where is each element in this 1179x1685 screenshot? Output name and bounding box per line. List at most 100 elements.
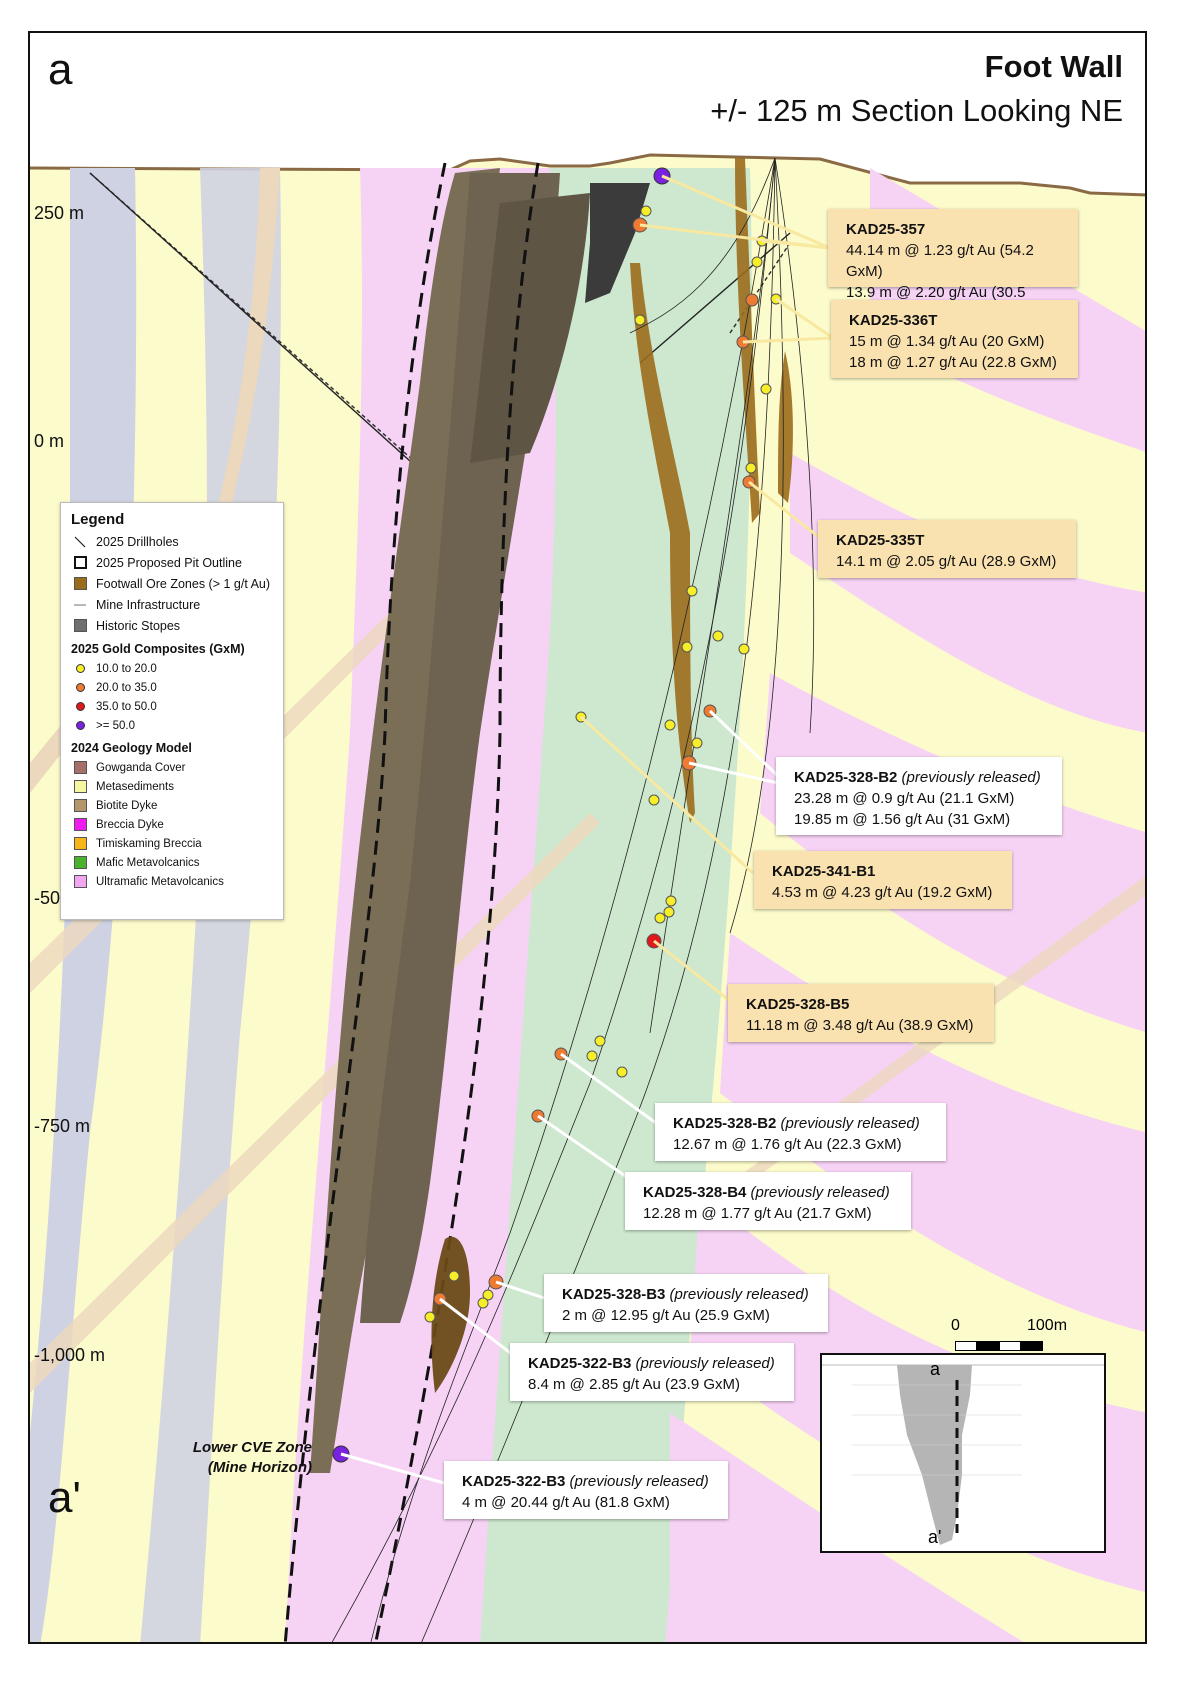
scale-segment <box>977 1341 999 1351</box>
scale-segment <box>1021 1341 1043 1351</box>
section-end-label: a' <box>48 1473 81 1522</box>
callout-line: 4 m @ 20.44 g/t Au (81.8 GxM) <box>462 1494 670 1511</box>
metasediments-swatch-icon <box>71 780 89 793</box>
callout-note: (previously released) <box>669 1286 809 1303</box>
stopes-swatch-icon <box>71 619 89 632</box>
zone-label: Lower CVE Zone (Mine Horizon) <box>160 1438 312 1478</box>
legend-geology-item: Mafic Metavolcanics <box>71 853 273 872</box>
callout-hole: KAD25-328-B2 <box>673 1115 777 1132</box>
legend-geology-item: Breccia Dyke <box>71 815 273 834</box>
legend-box: Legend 2025 Drillholes 2025 Proposed Pit… <box>60 502 284 920</box>
callout-note: (previously released) <box>750 1184 890 1201</box>
legend-geology-item: Gowganda Cover <box>71 758 273 777</box>
legend-geology-label: Mafic Metavolcanics <box>96 856 200 869</box>
callout-note: (previously released) <box>901 769 1041 786</box>
elevation-label: -1,000 m <box>34 1345 106 1365</box>
callout-line: 8.4 m @ 2.85 g/t Au (23.9 GxM) <box>528 1376 740 1393</box>
callout-kad25-322-b3-upper: KAD25-322-B3 (previously released) 8.4 m… <box>510 1343 794 1401</box>
scale-start: 0 <box>951 1317 960 1334</box>
inset-map: a a' <box>820 1353 1106 1553</box>
scale-bar: 0 100m <box>951 1317 1067 1363</box>
legend-geology-title: 2024 Geology Model <box>71 741 192 755</box>
legend-item-label: Footwall Ore Zones (> 1 g/t Au) <box>96 576 271 591</box>
elevation-label: -750 m <box>34 1116 91 1136</box>
legend-item: Mine Infrastructure <box>71 594 273 615</box>
callout-line: 15 m @ 1.34 g/t Au (20 GxM) <box>849 333 1045 350</box>
legend-composite: 20.0 to 35.0 <box>71 678 273 697</box>
legend-item-label: Mine Infrastructure <box>96 597 201 612</box>
callout-line: 11.18 m @ 3.48 g/t Au (38.9 GxM) <box>746 1017 974 1034</box>
mafic-swatch-icon <box>71 856 89 869</box>
legend-item: Historic Stopes <box>71 615 273 636</box>
inset-label-top: a <box>930 1359 941 1379</box>
callout-hole: KAD25-336T <box>849 312 938 329</box>
scale-end: 100m <box>1027 1317 1068 1334</box>
callout-kad25-357: KAD25-357 44.14 m @ 1.23 g/t Au (54.2 Gx… <box>828 209 1078 322</box>
ultramafic-swatch-icon <box>71 875 89 888</box>
callout-line: 14.1 m @ 2.05 g/t Au (28.9 GxM) <box>836 553 1057 570</box>
callout-hole: KAD25-357 <box>846 221 926 238</box>
callout-kad25-328-b2-lower: KAD25-328-B2 (previously released) 12.67… <box>655 1103 946 1161</box>
pit-outline-square-icon <box>71 556 89 569</box>
legend-item: 2025 Drillholes <box>71 531 273 552</box>
callout-kad25-328-b2-upper: KAD25-328-B2 (previously released) 23.28… <box>776 757 1062 835</box>
callout-hole: KAD25-322-B3 <box>528 1355 632 1372</box>
legend-composite-label: 35.0 to 50.0 <box>96 700 157 713</box>
elevation-label: 250 m <box>34 203 85 223</box>
elevation-label: 0 m <box>34 431 65 451</box>
callout-kad25-335t: KAD25-335T 14.1 m @ 2.05 g/t Au (28.9 Gx… <box>818 520 1076 578</box>
section-start-label: a <box>48 45 73 94</box>
title-main: Foot Wall <box>984 49 1123 84</box>
callout-hole: KAD25-335T <box>836 532 925 549</box>
scale-segment <box>955 1341 977 1351</box>
scale-segment <box>999 1341 1021 1351</box>
legend-item-label: 2025 Drillholes <box>96 534 179 549</box>
ore-zone-swatch-icon <box>71 577 89 590</box>
callout-line: 12.28 m @ 1.77 g/t Au (21.7 GxM) <box>643 1205 872 1222</box>
legend-geology-label: Timiskaming Breccia <box>96 837 202 850</box>
orange-dot-icon <box>71 683 89 692</box>
callout-kad25-322-b3-lower: KAD25-322-B3 (previously released) 4 m @… <box>444 1461 728 1519</box>
callout-note: (previously released) <box>569 1473 709 1490</box>
legend-composite: >= 50.0 <box>71 716 273 735</box>
legend-composites-title: 2025 Gold Composites (GxM) <box>71 642 245 656</box>
callout-line: 23.28 m @ 0.9 g/t Au (21.1 GxM) <box>794 790 1015 807</box>
biotite-swatch-icon <box>71 799 89 812</box>
inset-label-bottom: a' <box>928 1527 942 1547</box>
callout-line: 12.67 m @ 1.76 g/t Au (22.3 GxM) <box>673 1136 902 1153</box>
callout-line: 44.14 m @ 1.23 g/t Au (54.2 GxM) <box>846 242 1034 280</box>
callout-hole: KAD25-322-B3 <box>462 1473 566 1490</box>
callout-note: (previously released) <box>780 1115 920 1132</box>
timiskaming-swatch-icon <box>71 837 89 850</box>
legend-geology-item: Biotite Dyke <box>71 796 273 815</box>
legend-composite: 10.0 to 20.0 <box>71 659 273 678</box>
callout-hole: KAD25-341-B1 <box>772 863 876 880</box>
inset-graphic <box>822 1364 1104 1545</box>
legend-composite-label: 10.0 to 20.0 <box>96 662 157 675</box>
legend-geology-label: Gowganda Cover <box>96 761 186 774</box>
legend-composite: 35.0 to 50.0 <box>71 697 273 716</box>
legend-title: Legend <box>71 511 125 528</box>
legend-item: Footwall Ore Zones (> 1 g/t Au) <box>71 573 273 594</box>
zone-label-line2: (Mine Horizon) <box>207 1459 312 1476</box>
map-title: Foot Wall +/- 125 m Section Looking NE <box>710 49 1123 129</box>
legend-geology-label: Biotite Dyke <box>96 799 158 812</box>
callout-hole: KAD25-328-B2 <box>794 769 898 786</box>
leader-lines-tan <box>579 174 834 1003</box>
legend-item-label: 2025 Proposed Pit Outline <box>96 555 242 570</box>
legend-geology-label: Ultramafic Metavolcanics <box>96 875 224 888</box>
legend-composite-label: 20.0 to 35.0 <box>96 681 157 694</box>
legend-composite-label: >= 50.0 <box>96 719 136 732</box>
callout-kad25-328-b5: KAD25-328-B5 11.18 m @ 3.48 g/t Au (38.9… <box>728 984 994 1042</box>
callout-kad25-328-b4: KAD25-328-B4 (previously released) 12.28… <box>625 1172 911 1230</box>
callout-note: (previously released) <box>635 1355 775 1372</box>
callout-hole: KAD25-328-B5 <box>746 996 850 1013</box>
callout-hole: KAD25-328-B4 <box>643 1184 747 1201</box>
legend-geology-label: Metasediments <box>96 780 174 793</box>
legend-geology-item: Ultramafic Metavolcanics <box>71 872 273 891</box>
callout-kad25-341-b1: KAD25-341-B1 4.53 m @ 4.23 g/t Au (19.2 … <box>754 851 1012 909</box>
legend-geology-item: Timiskaming Breccia <box>71 834 273 853</box>
breccia-swatch-icon <box>71 818 89 831</box>
zone-label-line1: Lower CVE Zone <box>192 1439 312 1456</box>
callout-line: 2 m @ 12.95 g/t Au (25.9 GxM) <box>562 1307 770 1324</box>
